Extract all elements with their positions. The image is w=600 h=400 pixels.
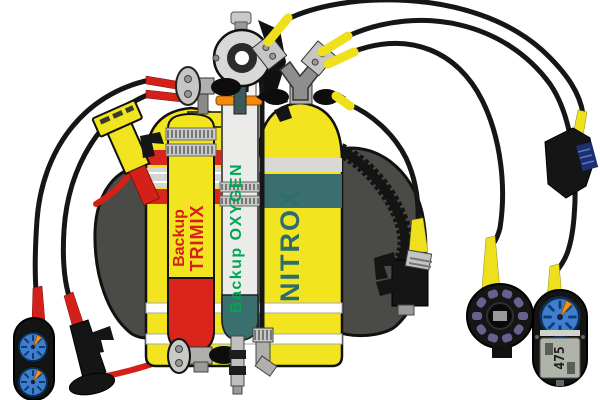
- console-label-strip: [540, 330, 580, 336]
- valve-flange: [175, 66, 201, 106]
- hose-clamp-bands: [165, 127, 217, 157]
- elbow-fitting: [252, 327, 278, 377]
- inflator-clip: [374, 252, 396, 280]
- yellow-sleeve-regulator: [481, 235, 501, 291]
- console-boot: [556, 380, 564, 386]
- inflator-gun: [91, 99, 164, 206]
- valve-clip: [88, 326, 114, 354]
- valve-foot: [68, 372, 116, 396]
- trimix-label-backup: Backup: [171, 209, 188, 267]
- yellow-hose-sleeves: [263, 13, 359, 111]
- drysuit-inflation-valve: [544, 127, 599, 199]
- manifold-y-body: [278, 60, 324, 101]
- hose-to-drysuit-valve: [283, 0, 586, 117]
- dive-computer-console: 475: [532, 289, 588, 387]
- depth-gauge: [18, 332, 48, 362]
- valve-knob: [211, 78, 241, 96]
- power-inflator: [374, 249, 433, 316]
- pressure-gauge: [18, 367, 48, 397]
- hose-to-regulator: [349, 41, 506, 247]
- trimix-label-trimix: TRIMIX: [187, 205, 207, 272]
- silver-band: [258, 158, 342, 172]
- valve-flange: [167, 338, 191, 374]
- hose-left-to-console: [32, 77, 153, 319]
- oxygen-bottom-valve: [229, 335, 246, 395]
- regulator-badge: [493, 311, 507, 321]
- valve-knob-right: [313, 89, 339, 105]
- regulator-tab: [492, 346, 512, 358]
- gauge-screw: [212, 54, 220, 62]
- console-lcd-reading: 475: [553, 346, 568, 369]
- inflator-gun-hose: [93, 173, 131, 207]
- teal-band: [258, 174, 342, 208]
- double-gauge-console: [13, 317, 55, 400]
- gun-clip: [140, 132, 164, 158]
- hose-to-power-inflator: [345, 101, 421, 227]
- backup-trimix-cylinder: Backup TRIMIX: [165, 112, 217, 354]
- nitrox-label: NITROX: [275, 188, 305, 302]
- valve-knob-left: [263, 89, 289, 105]
- red-hose-sleeves: [31, 75, 183, 333]
- yellow-sleeve-inflator: [408, 217, 429, 253]
- gauge-window: [235, 51, 249, 65]
- oxygen-label: Backup OXYGEN: [228, 163, 245, 313]
- second-stage-regulator: [466, 283, 534, 358]
- hose-to-computer-console: [345, 17, 578, 275]
- gun-red-hose-tail: [128, 164, 161, 206]
- nitrox-cylinder: NITROX: [256, 101, 344, 368]
- left-cylinder-valve: [175, 66, 241, 115]
- corrugated-hose: [336, 143, 413, 266]
- dump-valve: [68, 319, 116, 396]
- purge-cover-holes: [472, 289, 528, 343]
